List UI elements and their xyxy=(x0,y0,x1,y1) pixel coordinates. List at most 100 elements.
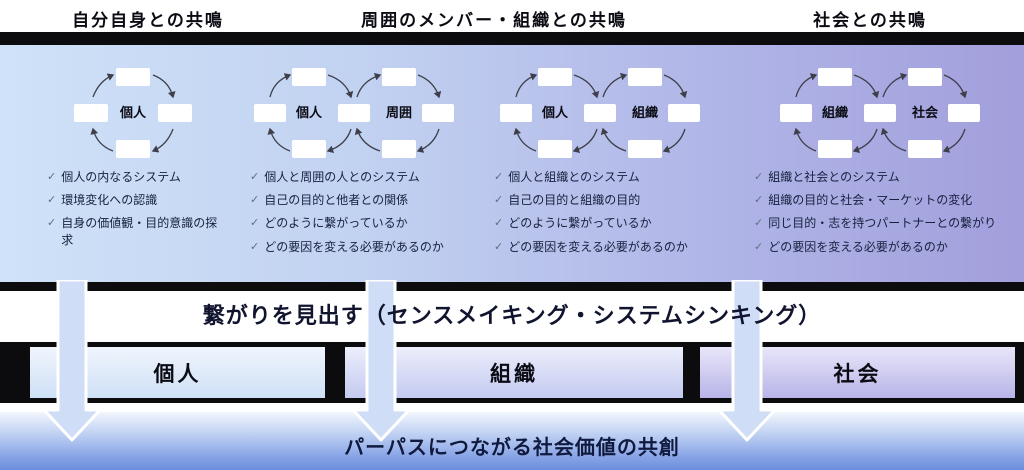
cycle-label-surroundings: 周囲 xyxy=(386,106,412,121)
factor-box xyxy=(499,104,532,122)
bullet-item: ✓個人と組織とのシステム xyxy=(494,169,707,185)
check-icon: ✓ xyxy=(250,193,260,207)
bullet-item: ✓ 自己の目的と他者との関係 xyxy=(250,192,460,208)
cycle-label-individual: 個人 xyxy=(118,105,146,121)
bullet-list: ✓個人と周囲の人とのシステム ✓自己の目的と他者との関係 ✓どのように繋がってい… xyxy=(248,169,460,255)
title-self-resonance: 自分自身との共鳴 xyxy=(72,11,224,31)
factor-box xyxy=(908,68,942,86)
group-organization-society: 組織 社会 ✓組織と社会とのシステム ✓組織の目的と社会・マーケットの変化 ✓同… xyxy=(752,45,1008,282)
bullet-item: ✓どのように繋がっているか xyxy=(494,215,707,231)
cycle-arrow xyxy=(793,127,817,152)
factor-box xyxy=(115,140,150,158)
bullet-text: どの要因を変える必要があるのか xyxy=(264,239,444,254)
down-arrow-organization xyxy=(351,280,411,442)
cycle-label-individual: 個人 xyxy=(540,105,568,121)
cycle-label-organization: 組織 xyxy=(631,105,657,121)
factor-box xyxy=(292,140,326,158)
bullet-item: ✓同じ目的・志を持つパートナーとの繋がり xyxy=(754,215,1008,231)
bullet-text: どのように繋がっているか xyxy=(508,216,652,231)
level-organization: 組織 xyxy=(345,347,683,398)
factor-box xyxy=(948,104,980,122)
down-arrow-society xyxy=(717,280,777,442)
factor-box xyxy=(864,104,896,122)
factor-box xyxy=(115,68,150,86)
cycle-arrow xyxy=(663,74,687,99)
cycle-arrow xyxy=(573,74,599,99)
cycle-arrow xyxy=(356,72,382,98)
factor-box xyxy=(422,104,454,122)
bullet-item: ✓どのように繋がっているか xyxy=(250,215,460,231)
cycle-arrow xyxy=(943,74,968,99)
check-icon: ✓ xyxy=(47,216,57,230)
cycle-arrow xyxy=(151,128,174,153)
factor-box xyxy=(382,140,416,158)
cycle-arrow xyxy=(89,127,113,152)
cycle-arrow xyxy=(152,74,176,99)
check-icon: ✓ xyxy=(494,170,504,183)
check-icon: ✓ xyxy=(494,239,504,253)
cycle-diagram-individual: 個人 xyxy=(73,68,192,158)
bullet-item: ✓ どの要因を変える必要があるのか xyxy=(250,239,460,255)
factor-box xyxy=(627,68,662,86)
mid-divider-bar xyxy=(0,282,1024,291)
check-icon: ✓ xyxy=(754,239,764,253)
bullet-item: ✓個人と周囲の人とのシステム xyxy=(250,169,460,185)
bullet-list: ✓ 個人の内なるシステム ✓ 環境変化への認識 ✓ 自身の価値観・目的意識の探求 xyxy=(45,169,220,248)
cycle-arrow xyxy=(417,74,442,99)
top-divider-bar xyxy=(0,32,1024,45)
factor-box xyxy=(627,140,662,158)
bullet-item: ✓ 自身の価値観・目的意識の探求 xyxy=(47,215,220,247)
check-icon: ✓ xyxy=(47,170,57,183)
bullet-item: ✓組織と社会とのシステム xyxy=(754,169,1008,185)
cycle-label-individual: 個人 xyxy=(295,105,323,121)
bullet-text: 環境変化への認識 xyxy=(61,193,158,208)
bullet-list: ✓組織と社会とのシステム ✓組織の目的と社会・マーケットの変化 ✓同じ目的・志を… xyxy=(752,169,1008,255)
cycle-arrow xyxy=(600,127,626,152)
cycle-arrow xyxy=(326,128,352,154)
bullet-item: ✓ 個人の内なるシステム xyxy=(47,169,220,185)
cycle-arrow xyxy=(852,128,878,154)
check-icon: ✓ xyxy=(494,193,504,207)
bullet-item: ✓ どの要因を変える必要があるのか xyxy=(494,239,707,255)
group-individual-surroundings: 個人 周囲 ✓個人と周囲の人とのシステム ✓自己の目的と他者との関係 ✓どのよう… xyxy=(248,45,460,282)
cycle-arrow xyxy=(512,127,536,152)
bullet-item: ✓ どの要因を変える必要があるのか xyxy=(754,239,1008,255)
cycle-arrow xyxy=(942,128,966,153)
factor-box xyxy=(667,104,700,122)
factor-box xyxy=(73,104,108,122)
cycle-arrow xyxy=(572,128,598,154)
sensemaking-label: 繋がりを見出す（センスメイキング・システムシンキング） xyxy=(202,304,822,329)
systems-panel: 個人 ✓ 個人の内なるシステム ✓ 環境変化への認識 ✓ 自身の価値観・目的意識の探求 xyxy=(0,45,1024,282)
bullet-text: どの要因を変える必要があるのか xyxy=(508,239,688,254)
down-arrow-individual xyxy=(42,280,102,442)
bullet-item: ✓組織の目的と社会・マーケットの変化 xyxy=(754,192,1008,208)
check-icon: ✓ xyxy=(754,193,764,207)
check-icon: ✓ xyxy=(47,193,57,207)
bullet-list: ✓個人と組織とのシステム ✓自己の目的と組織の目的 ✓どのように繋がっているか … xyxy=(492,169,707,255)
factor-box xyxy=(537,68,572,86)
sensemaking-band: 繋がりを見出す（センスメイキング・システムシンキング） xyxy=(0,291,1024,337)
bullet-text: 個人と周囲の人とのシステム xyxy=(264,170,420,184)
factor-box xyxy=(908,140,942,158)
cycle-arrow xyxy=(354,127,381,152)
title-society-resonance: 社会との共鳴 xyxy=(813,11,927,31)
check-icon: ✓ xyxy=(250,216,260,230)
cycle-arrow xyxy=(269,73,292,98)
cycle-arrow xyxy=(91,73,114,98)
bullet-text: 自己の目的と組織の目的 xyxy=(508,193,641,208)
bullet-text: どの要因を変える必要があるのか xyxy=(768,239,948,254)
bullet-text: 同じ目的・志を持つパートナーとの繋がり xyxy=(768,216,997,231)
factor-box xyxy=(382,68,416,86)
bullet-item: ✓ 環境変化への認識 xyxy=(47,192,220,208)
bullet-text: 個人の内なるシステム xyxy=(61,170,181,184)
title-members-org-resonance: 周囲のメンバー・組織との共鳴 xyxy=(361,11,627,31)
cycle-arrow xyxy=(267,127,291,152)
cycle-label-organization: 組織 xyxy=(822,105,848,121)
bullet-text: 自己の目的と他者との関係 xyxy=(264,193,409,208)
factor-box xyxy=(818,140,852,158)
cycle-diagram-individual-organization: 個人 組織 xyxy=(499,68,700,158)
bullet-text: 自身の価値観・目的意識の探求 xyxy=(61,216,218,247)
cycle-arrow xyxy=(601,72,627,98)
group-individual: 個人 ✓ 個人の内なるシステム ✓ 環境変化への認識 ✓ 自身の価値観・目的意識の探求 xyxy=(45,45,220,282)
check-icon: ✓ xyxy=(250,239,260,253)
